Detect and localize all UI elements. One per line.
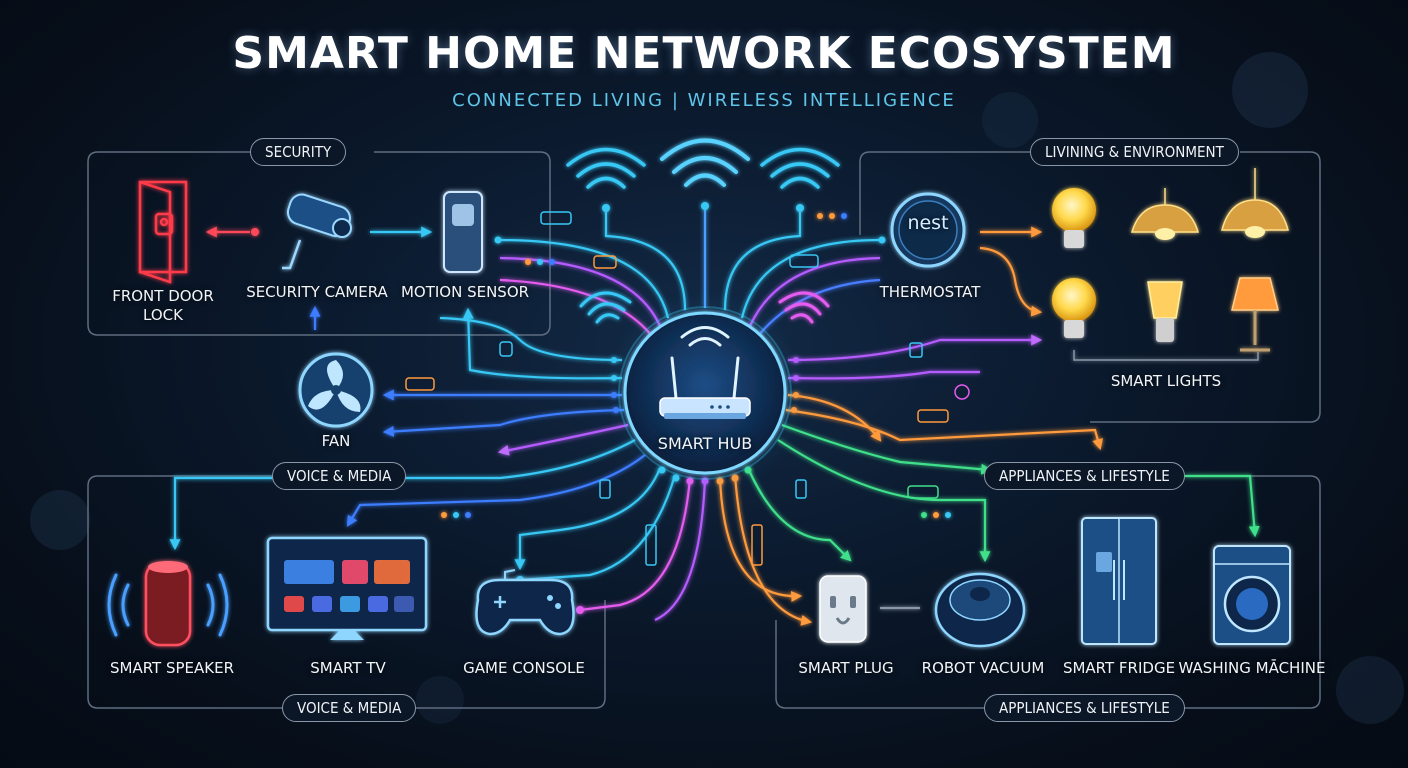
group-label-appliances-bottom: APPLIANCES & LIFESTYLE: [984, 694, 1185, 722]
label-thermostat: THERMOSTAT: [879, 283, 981, 301]
connection-lines: [169, 208, 1260, 626]
fridge-icon: [1081, 517, 1157, 645]
page-subtitle: CONNECTED LIVING | WIRELESS INTELLIGENCE: [452, 90, 956, 111]
camera-icon: [282, 193, 352, 270]
bokeh-lights: [30, 52, 1404, 724]
speaker-icon: [107, 561, 229, 647]
wifi-signals: [566, 138, 840, 324]
motion-sensor-icon: [443, 191, 483, 273]
group-label-voice-media-top: VOICE & MEDIA: [272, 462, 407, 490]
tv-icon: [266, 536, 428, 640]
smart-hub-node: [618, 306, 792, 480]
data-packets: [405, 211, 970, 566]
group-label-appliances-top: APPLIANCES & LIFESTYLE: [984, 462, 1185, 490]
page-title: SMART HOME NETWORK ECOSYSTEM: [232, 28, 1176, 79]
label-fan: FAN: [321, 432, 351, 450]
label-front-door-lock: FRONT DOOR LOCK: [112, 287, 214, 324]
group-label-voice-media-bottom: VOICE & MEDIA: [282, 694, 417, 722]
hub-label: SMART HUB: [657, 434, 753, 453]
label-smart-speaker: SMART SPEAKER: [109, 659, 235, 677]
label-motion-sensor: MOTION SENSOR: [400, 283, 530, 301]
connection-nodes: [251, 202, 951, 614]
label-game-console: GAME CONSOLE: [463, 659, 585, 677]
thermostat-icon: [890, 192, 966, 268]
door-lock-icon: [138, 180, 188, 284]
robot-vacuum-icon: [934, 572, 1026, 648]
gamepad-icon: [475, 569, 575, 636]
smart-lights-icons: [1052, 168, 1289, 361]
thermostat-brand: nest: [907, 212, 949, 234]
group-frames: [87, 151, 1321, 709]
washing-machine-icon: [1213, 545, 1291, 645]
label-smart-fridge: SMART FRIDGE: [1062, 659, 1176, 677]
group-label-living: LIVINING & ENVIRONMENT: [1030, 138, 1239, 166]
label-washing-machine: WASHING MĀCHINE: [1178, 659, 1326, 677]
group-label-security: SECURITY: [250, 138, 347, 166]
plug-icon: [819, 575, 867, 643]
fan-icon: [298, 352, 374, 428]
label-smart-plug: SMART PLUG: [798, 659, 894, 677]
label-smart-lights: SMART LIGHTS: [1110, 372, 1222, 390]
label-smart-tv: SMART TV: [310, 659, 386, 677]
label-robot-vacuum: ROBOT VACUUM: [921, 659, 1045, 677]
label-security-camera: SECURITY CAMERA: [246, 283, 388, 301]
